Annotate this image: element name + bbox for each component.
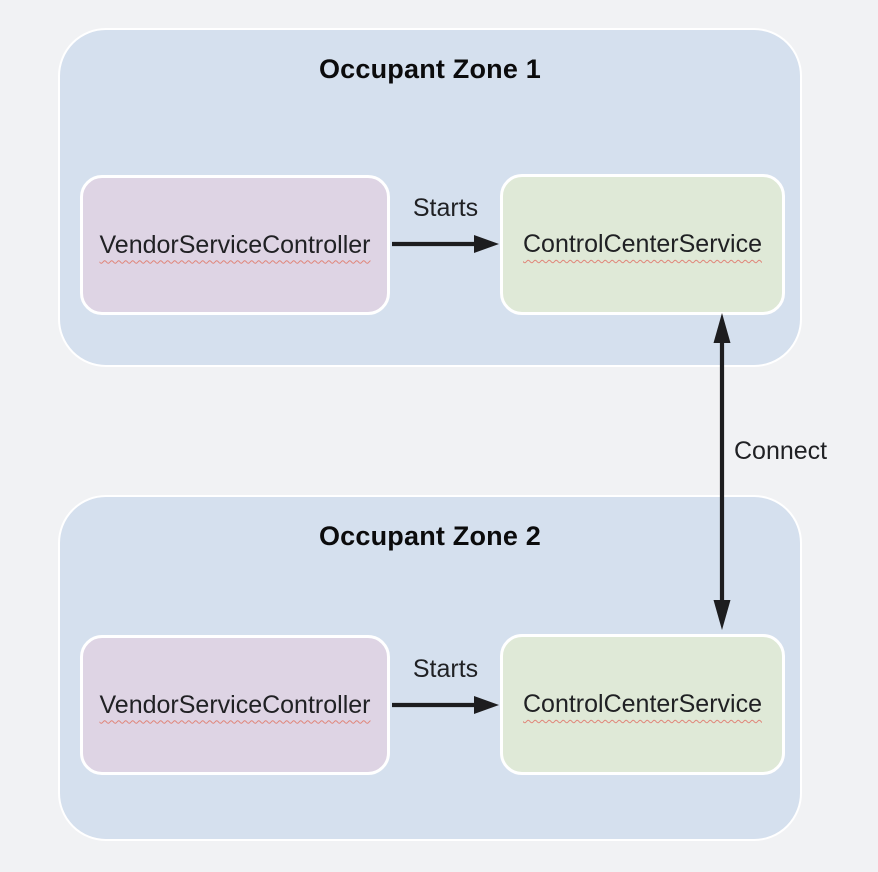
zone-1-control-center-service-label: ControlCenterService [523, 230, 762, 258]
occupant-zone-1: Occupant Zone 1 VendorServiceController … [58, 28, 802, 367]
zone-2-title: Occupant Zone 2 [318, 521, 542, 551]
connect-arrowhead-up-icon [713, 313, 731, 343]
zone-2-vendor-service-controller-node: VendorServiceController [80, 635, 390, 775]
connect-arrow [713, 313, 731, 630]
zone-1-title: Occupant Zone 1 [318, 54, 542, 84]
zone-1-starts-arrow [392, 235, 499, 253]
zone-2-vendor-service-controller-label: VendorServiceController [99, 690, 371, 719]
zone-1-starts-arrowhead-icon [474, 235, 499, 253]
zone-2-starts-edge-label: Starts [412, 655, 479, 683]
zone-2-starts-arrowhead-icon [474, 696, 499, 714]
zone-1-starts-edge-label: Starts [412, 194, 479, 222]
zone-1-vendor-service-controller-node: VendorServiceController [80, 175, 390, 315]
occupant-zone-2: Occupant Zone 2 VendorServiceController … [58, 495, 802, 841]
zone-1-control-center-service-node: ControlCenterService [500, 174, 785, 315]
zone-1-vendor-service-controller-label: VendorServiceController [99, 230, 371, 259]
zone-2-starts-arrow [392, 696, 499, 714]
zone-2-control-center-service-node: ControlCenterService [500, 634, 785, 775]
connect-arrowhead-down-icon [713, 600, 731, 630]
zone-2-control-center-service-label: ControlCenterService [523, 690, 762, 718]
connect-edge-label: Connect [734, 437, 828, 465]
